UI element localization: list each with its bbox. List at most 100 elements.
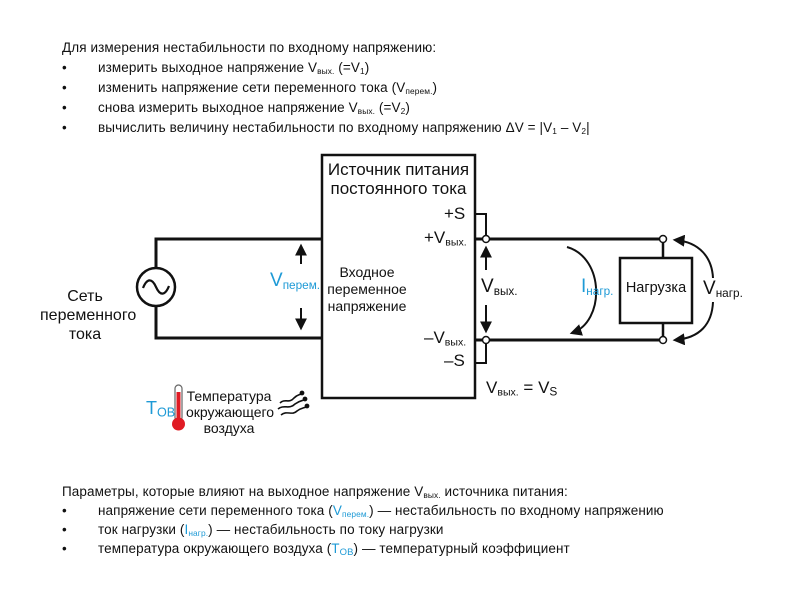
- psu-input-line1: Входное: [339, 264, 395, 280]
- psu-title-line2: постоянного тока: [330, 179, 467, 198]
- subscript: ОВ: [157, 405, 176, 420]
- psu-input-line3: напряжение: [327, 298, 407, 314]
- bullet-tail: ): [432, 80, 438, 95]
- bullet-glyph: •: [62, 522, 67, 537]
- subscript: вых.: [357, 106, 376, 117]
- intro-bullet-2: • изменить напряжение сети переменного то…: [62, 78, 437, 101]
- subscript: 1: [552, 126, 557, 137]
- subscript: нагр.: [715, 286, 743, 300]
- load-terminal-bottom: [658, 335, 668, 345]
- v-ac-label: Vперем.: [270, 270, 320, 292]
- vload-arc-bottom: [672, 301, 714, 346]
- sense-line-negative: [475, 340, 487, 364]
- bullet-glyph: •: [62, 120, 67, 135]
- subscript: перем.: [405, 86, 433, 97]
- bullet-text: измерить выходное напряжение: [98, 60, 308, 75]
- symbol: V: [414, 484, 424, 499]
- bullet-glyph: •: [62, 503, 67, 518]
- bullet-tail: ) — нестабильность по току нагрузки: [208, 522, 444, 537]
- load-box: [618, 256, 694, 325]
- terminal-plus-v-label: +Vвых.: [424, 228, 467, 249]
- symbol: I: [581, 276, 587, 297]
- bullet-text: снова измерить выходное напряжение: [98, 100, 349, 115]
- symbol: T: [146, 398, 157, 418]
- vload-arc-top: [672, 234, 714, 279]
- heading-tail: источника питания:: [440, 484, 568, 499]
- load-label: Нагрузка: [625, 280, 687, 296]
- temp-symbol-label: TОВ: [146, 398, 175, 420]
- subscript: вых.: [317, 66, 335, 77]
- ac-wire-bottom: [154, 306, 322, 340]
- bullet-text: напряжение сети переменного тока (: [98, 503, 333, 518]
- sine-wave-icon: [141, 279, 171, 295]
- v-out-label: Vвых.: [481, 276, 518, 298]
- psu-title: Источник питания постоянного тока: [322, 160, 475, 198]
- subscript: нагр.: [586, 284, 614, 298]
- bullet-glyph: •: [62, 60, 67, 75]
- symbol: T: [331, 541, 340, 556]
- symbol: V: [703, 278, 716, 299]
- v-load-label: Vнагр.: [703, 278, 743, 300]
- terminal-positive-out: [481, 234, 491, 244]
- bullet-end: ): [364, 60, 370, 75]
- bullet-mid: – V: [556, 120, 582, 135]
- bullet-glyph: •: [62, 80, 67, 95]
- i-load-label: Iнагр.: [581, 276, 613, 298]
- terminal-minus-v-label: –Vвых.: [424, 328, 466, 349]
- temp-line1: Температура: [186, 388, 272, 404]
- bullet-text: изменить напряжение сети переменного ток…: [98, 80, 397, 95]
- bullet-tail: ) — температурный коэффициент: [353, 541, 570, 556]
- bullet-tail: (=V: [375, 100, 401, 115]
- symbol: +V: [424, 228, 446, 247]
- ac-source-line1: Сеть: [67, 288, 103, 305]
- subscript: 1: [359, 66, 365, 77]
- bullet-glyph: •: [62, 100, 67, 115]
- params-bullet-2: •ток нагрузки (Iнагр.) — нестабильность …: [62, 520, 444, 543]
- subscript: 2: [581, 126, 587, 137]
- bullet-text: ток нагрузки (: [98, 522, 185, 537]
- params-heading: Параметры, которые влияют на выходное на…: [62, 482, 568, 505]
- symbol: V: [348, 100, 358, 115]
- subscript: S: [549, 384, 558, 399]
- symbol: V: [332, 503, 342, 518]
- intro-bullet-4: • вычислить величину нестабильности по вх…: [62, 118, 590, 141]
- iload-arc-arrow: [566, 246, 598, 336]
- subscript: перем.: [341, 509, 370, 520]
- air-flow-icon: [277, 390, 310, 416]
- symbol: V: [307, 60, 318, 75]
- symbol: V: [396, 80, 406, 95]
- terminal-negative-out: [481, 335, 491, 345]
- subscript: вых.: [444, 336, 467, 349]
- symbol: –V: [424, 328, 445, 347]
- subscript: перем.: [282, 278, 321, 292]
- ac-source-label: Сеть переменного тока: [40, 287, 137, 344]
- bullet-end: ): [405, 100, 410, 115]
- bullet-end: |: [586, 120, 590, 135]
- subscript: 2: [400, 106, 406, 117]
- vout-equals-vs-label: Vвых. = VS: [486, 378, 557, 399]
- subscript: вых.: [423, 490, 441, 501]
- subscript: ОВ: [339, 546, 354, 558]
- symbol: I: [184, 522, 189, 537]
- ac-source-line2: переменного: [40, 307, 137, 324]
- temp-line3: воздуха: [203, 420, 255, 436]
- psu-title-line1: Источник питания: [327, 160, 470, 179]
- psu-input-line2: переменное: [327, 281, 407, 297]
- ac-source-line3: тока: [68, 326, 102, 343]
- bullet-text: вычислить величину нестабильности по вхо…: [98, 120, 553, 135]
- bullet-tail: ) — нестабильность по входному напряжени…: [369, 503, 664, 518]
- power-supply-box: [320, 153, 477, 400]
- terminal-minus-s-label: –S: [444, 351, 465, 370]
- intro-bullet-3: • снова измерить выходное напряжение Vвых…: [62, 98, 410, 121]
- thermometer-icon: [172, 384, 185, 431]
- ac-wire-top: [154, 237, 322, 268]
- intro-bullet-1: • измерить выходное напряжение Vвых. (=V1…: [62, 58, 369, 81]
- heading-text: Параметры, которые влияют на выходное на…: [62, 484, 415, 499]
- symbol: V: [486, 378, 498, 397]
- symbol: V: [481, 276, 494, 297]
- bullet-tail: (=V: [334, 60, 360, 75]
- params-bullet-1: • напряжение сети переменного тока (Vпере…: [62, 501, 664, 524]
- subscript: вых.: [445, 236, 467, 249]
- symbol: V: [270, 270, 283, 291]
